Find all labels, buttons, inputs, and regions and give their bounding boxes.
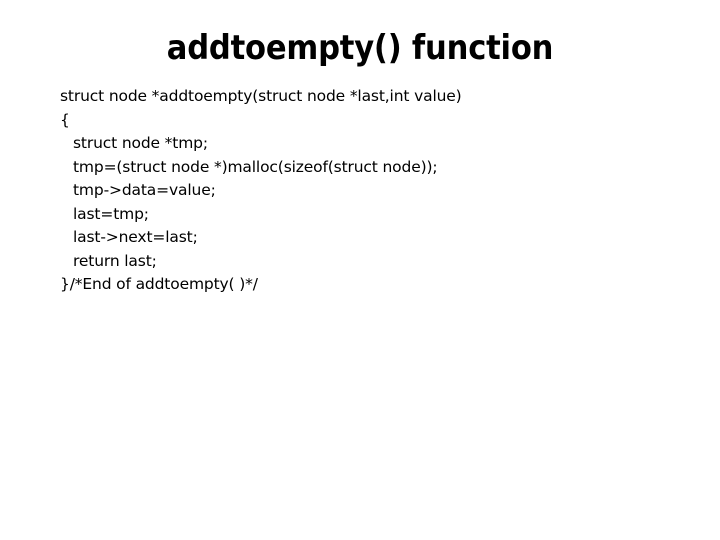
code-line: last->next=last; (73, 228, 198, 246)
code-line: { (60, 110, 70, 129)
code-line: struct node *tmp; (73, 134, 208, 152)
code-line: tmp->data=value; (73, 181, 216, 199)
code-listing: struct node *addtoempty(struct node *las… (60, 85, 680, 297)
code-line: return last; (73, 251, 157, 270)
code-line: }/*End of addtoempty( )*/ (60, 275, 258, 293)
page-title: addtoempty() function (166, 28, 554, 68)
code-line: struct node *addtoempty(struct node *las… (60, 87, 462, 105)
code-line: tmp=(struct node *)malloc(sizeof(struct … (73, 157, 438, 176)
code-line: last=tmp; (73, 204, 149, 223)
